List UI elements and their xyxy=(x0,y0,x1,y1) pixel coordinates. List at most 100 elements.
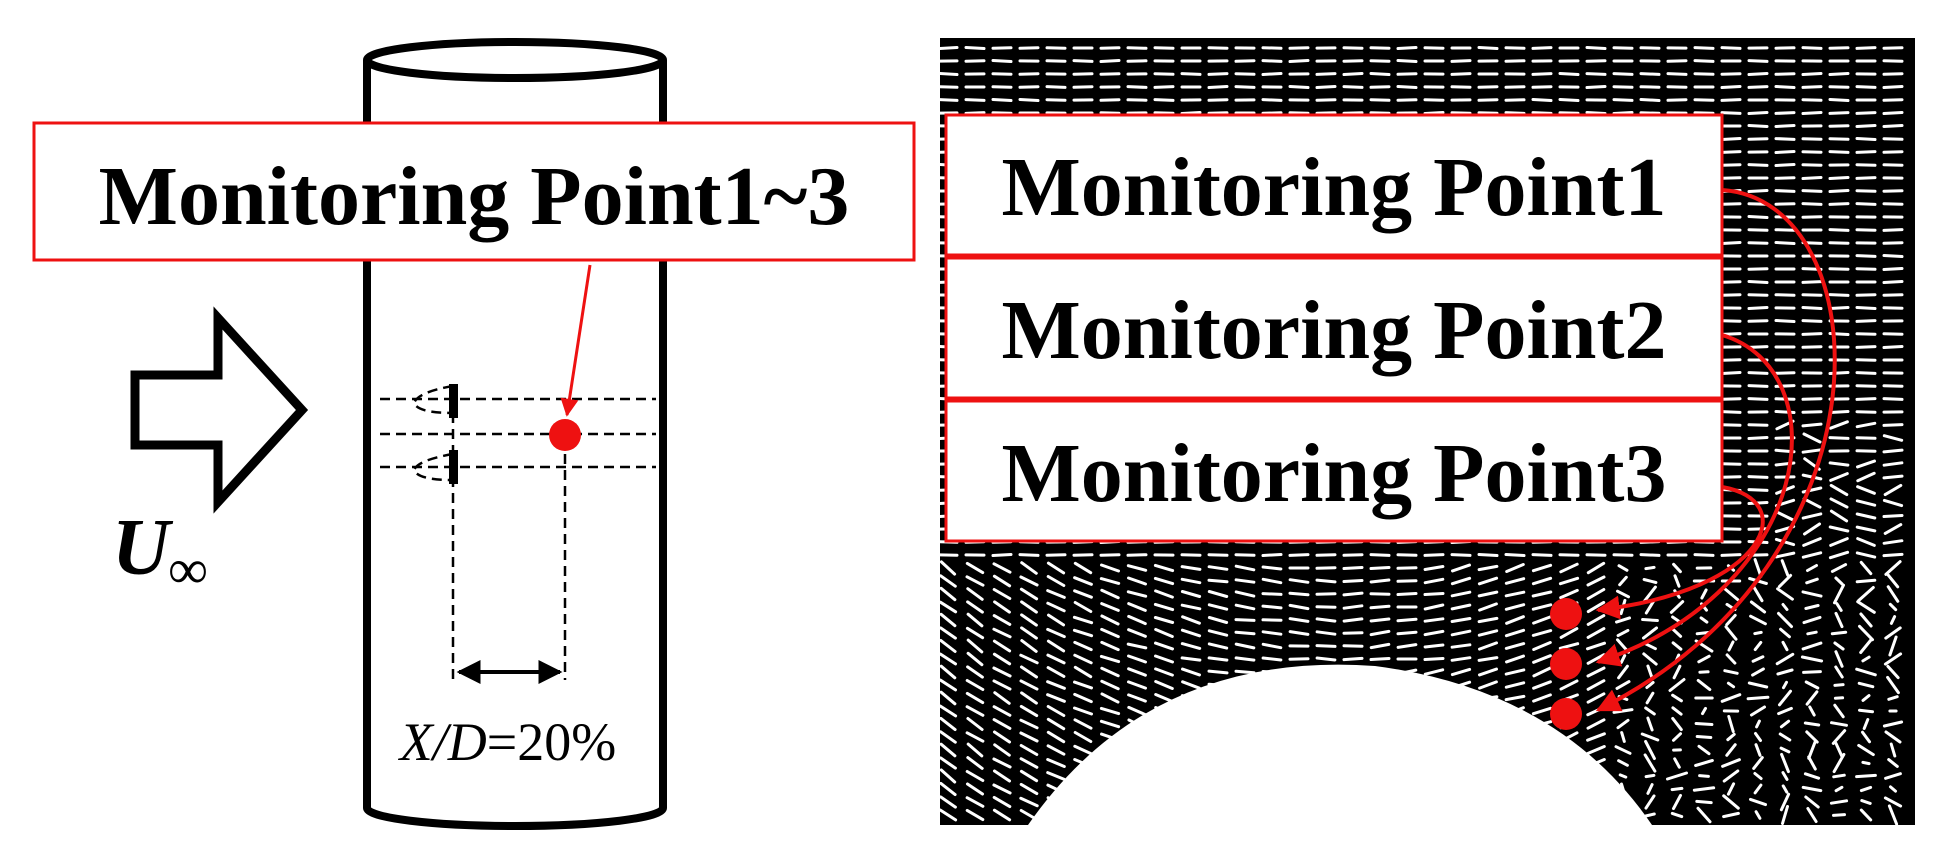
velocity-vector xyxy=(1884,450,1902,452)
velocity-vector xyxy=(1506,87,1524,88)
velocity-vector xyxy=(1290,61,1308,62)
velocity-vector xyxy=(1834,815,1845,816)
velocity-vector xyxy=(1695,48,1713,49)
velocity-vector xyxy=(1290,48,1308,49)
velocity-vector xyxy=(1317,555,1335,556)
velocity-vector xyxy=(1803,347,1821,348)
velocity-vector xyxy=(1884,126,1902,127)
velocity-vector xyxy=(1371,659,1389,660)
velocity-vector xyxy=(1857,165,1875,166)
velocity-vector xyxy=(1749,230,1767,231)
velocity-vector xyxy=(1317,87,1335,88)
velocity-vector xyxy=(1263,567,1281,569)
velocity-vector xyxy=(1371,87,1389,88)
velocity-vector xyxy=(1371,555,1389,556)
flow-subscript: ∞ xyxy=(168,539,208,601)
velocity-vector xyxy=(1695,61,1713,62)
velocity-vector xyxy=(1620,775,1626,777)
velocity-vector xyxy=(1722,412,1740,413)
velocity-vector xyxy=(1857,438,1875,439)
velocity-vector xyxy=(1479,100,1497,101)
velocity-vector xyxy=(1803,74,1821,75)
velocity-vector xyxy=(1884,476,1902,478)
velocity-vector xyxy=(1749,308,1767,309)
velocity-vector xyxy=(1884,282,1902,283)
velocity-vector xyxy=(1776,126,1794,127)
velocity-vector xyxy=(1884,269,1902,270)
velocity-vector xyxy=(1722,243,1740,244)
monitoring-point-marker-icon xyxy=(1550,598,1582,630)
callout-pointer xyxy=(567,265,590,415)
velocity-vector xyxy=(1047,100,1065,101)
velocity-vector xyxy=(1479,113,1497,114)
velocity-vector xyxy=(1209,580,1227,582)
velocity-vector xyxy=(1371,74,1389,75)
monitoring-point-label-1: Monitoring Point1 xyxy=(1002,141,1667,234)
velocity-vector xyxy=(1506,555,1524,556)
velocity-vector xyxy=(1560,100,1578,101)
velocity-vector xyxy=(1020,555,1038,556)
velocity-vector xyxy=(1749,438,1767,439)
velocity-vector xyxy=(1857,775,1876,776)
velocity-vector xyxy=(1533,113,1551,114)
velocity-vector xyxy=(1695,74,1713,75)
velocity-vector xyxy=(1371,606,1389,607)
velocity-vector xyxy=(1857,412,1875,413)
velocity-vector xyxy=(1587,48,1605,49)
velocity-vector xyxy=(1236,671,1254,673)
velocity-vector xyxy=(1263,113,1281,114)
velocity-vector xyxy=(1533,74,1551,75)
velocity-vector xyxy=(1695,555,1713,556)
velocity-vector xyxy=(1697,737,1711,738)
velocity-vector xyxy=(1857,269,1875,270)
velocity-vector xyxy=(1263,48,1281,49)
velocity-vector xyxy=(1722,399,1740,400)
velocity-vector xyxy=(1643,620,1658,621)
velocity-vector xyxy=(1236,74,1254,75)
monitoring-point-marker-icon xyxy=(1550,648,1582,680)
velocity-vector xyxy=(1209,100,1227,101)
velocity-vector xyxy=(1641,100,1659,101)
velocity-vector xyxy=(1884,347,1902,348)
velocity-vector xyxy=(1479,87,1497,88)
velocity-vector xyxy=(1749,87,1767,88)
velocity-vector xyxy=(1803,113,1821,114)
velocity-vector xyxy=(1857,386,1875,387)
velocity-vector xyxy=(1155,87,1173,88)
velocity-vector xyxy=(1290,555,1308,556)
velocity-vector xyxy=(1749,386,1767,387)
velocity-vector xyxy=(1074,87,1092,88)
velocity-vector xyxy=(1533,100,1551,101)
velocity-vector xyxy=(1803,282,1821,283)
velocity-vector xyxy=(1857,126,1875,127)
velocity-vector xyxy=(1263,74,1281,75)
velocity-vector xyxy=(1749,477,1767,478)
velocity-vector xyxy=(1668,74,1686,75)
velocity-vector xyxy=(1344,74,1362,75)
velocity-vector xyxy=(1020,74,1038,75)
velocity-vector xyxy=(1776,191,1794,192)
upper-element-marker xyxy=(449,384,458,418)
velocity-vector xyxy=(1722,165,1740,166)
velocity-vector xyxy=(1425,659,1443,660)
velocity-vector xyxy=(1722,113,1740,114)
velocity-vector xyxy=(1884,256,1902,257)
velocity-vector xyxy=(1155,48,1173,49)
velocity-vector xyxy=(1155,74,1173,75)
velocity-vector xyxy=(1317,580,1335,582)
velocity-vector xyxy=(1722,425,1740,426)
velocity-vector xyxy=(1860,710,1873,712)
velocity-vector xyxy=(1587,74,1605,75)
velocity-vector xyxy=(1749,217,1767,218)
velocity-vector xyxy=(1587,113,1605,114)
velocity-vector xyxy=(1884,516,1902,517)
velocity-vector xyxy=(1263,658,1281,660)
velocity-vector xyxy=(1047,87,1065,88)
monitoring-point-marker-icon xyxy=(549,419,581,451)
velocity-vector xyxy=(1398,555,1416,556)
velocity-vector xyxy=(1830,191,1848,192)
velocity-vector xyxy=(1398,87,1416,88)
velocity-vector xyxy=(1263,61,1281,62)
velocity-vector xyxy=(1749,61,1767,62)
